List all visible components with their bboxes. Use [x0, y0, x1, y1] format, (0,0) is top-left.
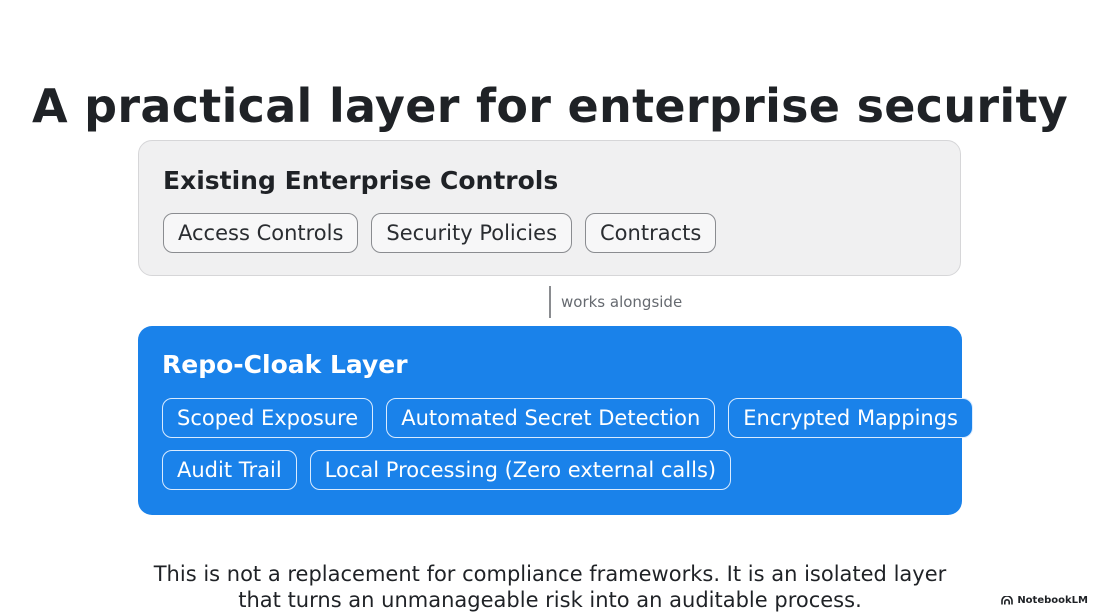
repo-cloak-layer-panel: Repo-Cloak Layer Scoped Exposure Automat…: [138, 326, 974, 515]
pill-security-policies: Security Policies: [371, 213, 573, 253]
notebooklm-brand: NotebookLM: [1001, 595, 1088, 606]
pill-encrypted-mappings: Encrypted Mappings: [728, 398, 974, 438]
connector-line: [549, 286, 551, 318]
caption-line-1: This is not a replacement for compliance…: [153, 562, 947, 586]
pill-local-processing: Local Processing (Zero external calls): [309, 450, 732, 490]
page-title: A practical layer for enterprise securit…: [31, 78, 1069, 133]
caption: This is not a replacement for compliance…: [0, 561, 1100, 613]
notebooklm-logo-icon: [1001, 596, 1014, 605]
repo-cloak-pill-row-1: Scoped Exposure Automated Secret Detecti…: [162, 398, 974, 438]
pill-automated-secret-detection: Automated Secret Detection: [386, 398, 716, 438]
existing-controls-heading: Existing Enterprise Controls: [163, 166, 559, 195]
caption-line-2: that turns an unmanageable risk into an …: [238, 588, 862, 612]
connector-label: works alongside: [561, 293, 683, 311]
repo-cloak-layer-heading: Repo-Cloak Layer: [162, 350, 408, 379]
pill-access-controls: Access Controls: [163, 213, 359, 253]
repo-cloak-pill-row-2: Audit Trail Local Processing (Zero exter…: [162, 450, 732, 490]
pill-scoped-exposure: Scoped Exposure: [162, 398, 374, 438]
brand-name: NotebookLM: [1017, 595, 1088, 606]
existing-controls-pill-row: Access Controls Security Policies Contra…: [163, 213, 717, 253]
pill-contracts: Contracts: [585, 213, 717, 253]
pill-audit-trail: Audit Trail: [162, 450, 297, 490]
existing-controls-panel: Existing Enterprise Controls Access Cont…: [138, 140, 961, 276]
